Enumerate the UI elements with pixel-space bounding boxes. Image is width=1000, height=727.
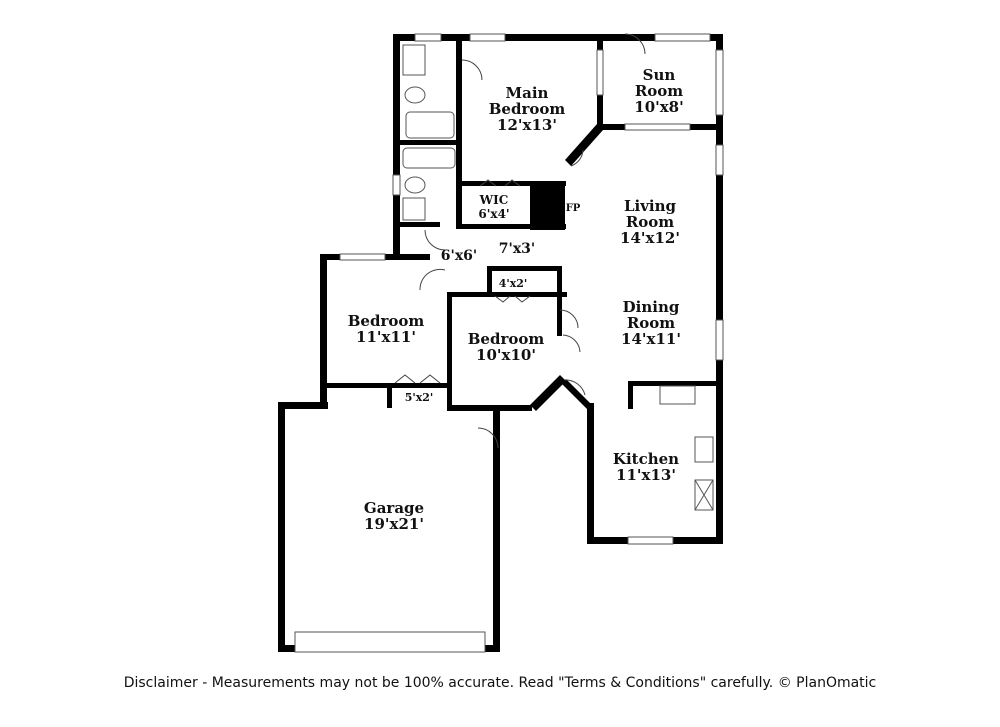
living-room-name-1: Living (624, 197, 677, 215)
fp-label: FP (566, 203, 581, 214)
bedroom-left-name: Bedroom (348, 312, 425, 330)
kitchen-fixtures (659, 385, 714, 511)
kitchen-dims: 11'x13' (616, 466, 676, 484)
sun-room-name-1: Sun (643, 66, 676, 84)
closet-5x2-dims: 5'x2' (405, 391, 434, 404)
main-bedroom-dims: 12'x13' (497, 116, 557, 134)
garage-name: Garage (364, 499, 424, 517)
sun-room-name-2: Room (635, 82, 683, 100)
kitchen-name: Kitchen (613, 450, 679, 468)
wic-name: WIC (479, 193, 509, 207)
room-labels: Main Bedroom 12'x13' Sun Room 10'x8' WIC… (348, 66, 684, 533)
windows (294, 33, 724, 653)
wic-dims: 6'x4' (478, 207, 509, 221)
living-room-dims: 14'x12' (620, 229, 680, 247)
doors (394, 33, 646, 449)
disclaimer-text: Disclaimer - Measurements may not be 100… (123, 675, 877, 691)
bedroom-center-dims: 10'x10' (476, 346, 536, 364)
bedroom-left-dims: 11'x11' (356, 328, 416, 346)
bedroom-center-name: Bedroom (468, 330, 545, 348)
hall-7x3-dims: 7'x3' (499, 241, 535, 257)
main-bedroom-name-1: Main (506, 84, 549, 102)
dining-room-name-1: Dining (623, 298, 680, 316)
living-room-name-2: Room (626, 213, 674, 231)
bath-fixtures (402, 44, 456, 221)
dining-room-name-2: Room (627, 314, 675, 332)
dining-room-dims: 14'x11' (621, 330, 681, 348)
closet-4x2-dims: 4'x2' (499, 277, 528, 290)
sun-room-dims: 10'x8' (634, 98, 683, 116)
main-bedroom-name-2: Bedroom (489, 100, 566, 118)
hall-6x6-dims: 6'x6' (441, 248, 477, 264)
garage-dims: 19'x21' (364, 515, 424, 533)
